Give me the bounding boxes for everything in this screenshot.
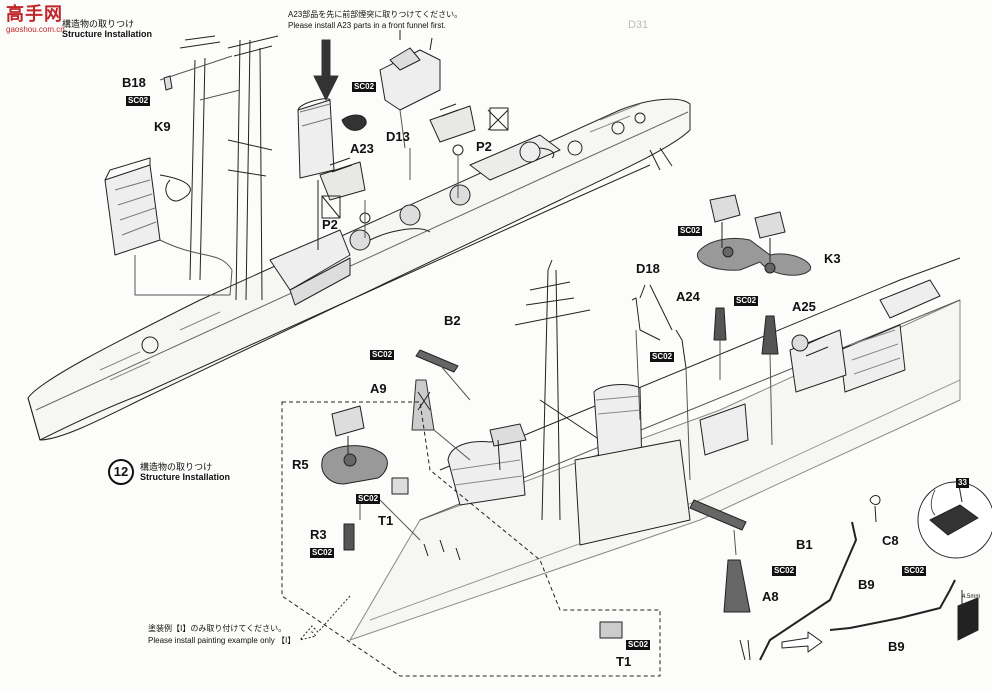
lower-bridge bbox=[447, 423, 527, 506]
label-k3: K3 bbox=[824, 251, 841, 266]
watermark-logo: 高手网 bbox=[6, 4, 63, 25]
label-b18: B18 bbox=[122, 75, 146, 90]
tag-sc02: SC02 bbox=[678, 226, 703, 236]
painting-note-en: Please install painting example only 【Ⅰ】 bbox=[148, 636, 296, 645]
top-note-jp: A23部品を先に前部煙突に取りつけてください。 bbox=[288, 10, 463, 19]
upper-ship-hull bbox=[27, 98, 691, 441]
painting-note-jp: 塗装例【Ⅰ】のみ取り付けてください。 bbox=[148, 624, 287, 633]
label-d13: D13 bbox=[386, 129, 410, 144]
tag-sc02: SC02 bbox=[310, 548, 335, 558]
label-a25: A25 bbox=[792, 299, 816, 314]
step11-title-en: Structure Installation bbox=[62, 29, 153, 39]
parts-b1-a8 bbox=[689, 499, 751, 613]
label-b9-second: B9 bbox=[888, 639, 905, 654]
label-b1: B1 bbox=[796, 537, 813, 552]
bridge-top bbox=[379, 30, 441, 149]
label-p2: P2 bbox=[476, 139, 492, 154]
dashed-callout bbox=[281, 401, 661, 677]
tag-sc02: SC02 bbox=[626, 640, 651, 650]
tag-sc02: SC02 bbox=[772, 566, 797, 576]
rails-d18 bbox=[631, 284, 691, 481]
page-mark: D31 bbox=[628, 19, 649, 31]
tag-sc02: SC02 bbox=[734, 296, 759, 306]
lower-funnel bbox=[574, 384, 691, 546]
parts-a24-a25 bbox=[713, 307, 779, 446]
tag-sc02: SC02 bbox=[126, 96, 151, 106]
label-d18: D18 bbox=[636, 261, 660, 276]
tag-sc02: SC02 bbox=[902, 566, 927, 576]
step12-title-jp: 構造物の取りつけ bbox=[140, 462, 213, 472]
tag-sc02: SC02 bbox=[650, 352, 675, 362]
label-b9: B9 bbox=[858, 577, 875, 592]
lower-mast bbox=[514, 259, 601, 521]
watermark-sub: gaoshou.com.cn bbox=[6, 25, 65, 34]
detail-circle bbox=[917, 479, 992, 641]
dimension-label: 4.5mm bbox=[962, 594, 981, 600]
top-note-en: Please install A23 parts in a front funn… bbox=[288, 21, 446, 30]
step11-title-jp: 構造物の取りつけ bbox=[62, 19, 135, 29]
tag-sc02: SC02 bbox=[352, 82, 377, 92]
label-p2-second: P2 bbox=[322, 217, 338, 232]
label-r3: R3 bbox=[310, 527, 327, 542]
platform-k3 bbox=[697, 194, 812, 276]
parts-b2-a9 bbox=[411, 349, 471, 461]
label-c8: C8 bbox=[882, 533, 899, 548]
label-t1: T1 bbox=[378, 513, 394, 528]
step12-number: 12 bbox=[108, 459, 134, 485]
tag-sc02: SC02 bbox=[370, 350, 395, 360]
lower-turrets bbox=[699, 329, 847, 456]
rear-structure bbox=[104, 157, 233, 296]
label-a23: A23 bbox=[350, 141, 374, 156]
mast-k9 bbox=[159, 35, 279, 301]
label-b2: B2 bbox=[444, 313, 461, 328]
step12-title-en: Structure Installation bbox=[140, 472, 231, 482]
down-arrow bbox=[313, 39, 339, 101]
tag-sc02: SC02 bbox=[356, 494, 381, 504]
label-t1-second: T1 bbox=[616, 654, 632, 669]
label-k9: K9 bbox=[154, 119, 171, 134]
label-a24: A24 bbox=[676, 289, 700, 304]
part-b18-drawing bbox=[163, 75, 173, 91]
gun-turrets-upper bbox=[319, 103, 509, 238]
label-a9: A9 bbox=[370, 381, 387, 396]
parts-b9-c8 bbox=[739, 495, 956, 661]
callout-number: 33 bbox=[956, 478, 969, 488]
label-a8: A8 bbox=[762, 589, 779, 604]
label-r5: R5 bbox=[292, 457, 309, 472]
